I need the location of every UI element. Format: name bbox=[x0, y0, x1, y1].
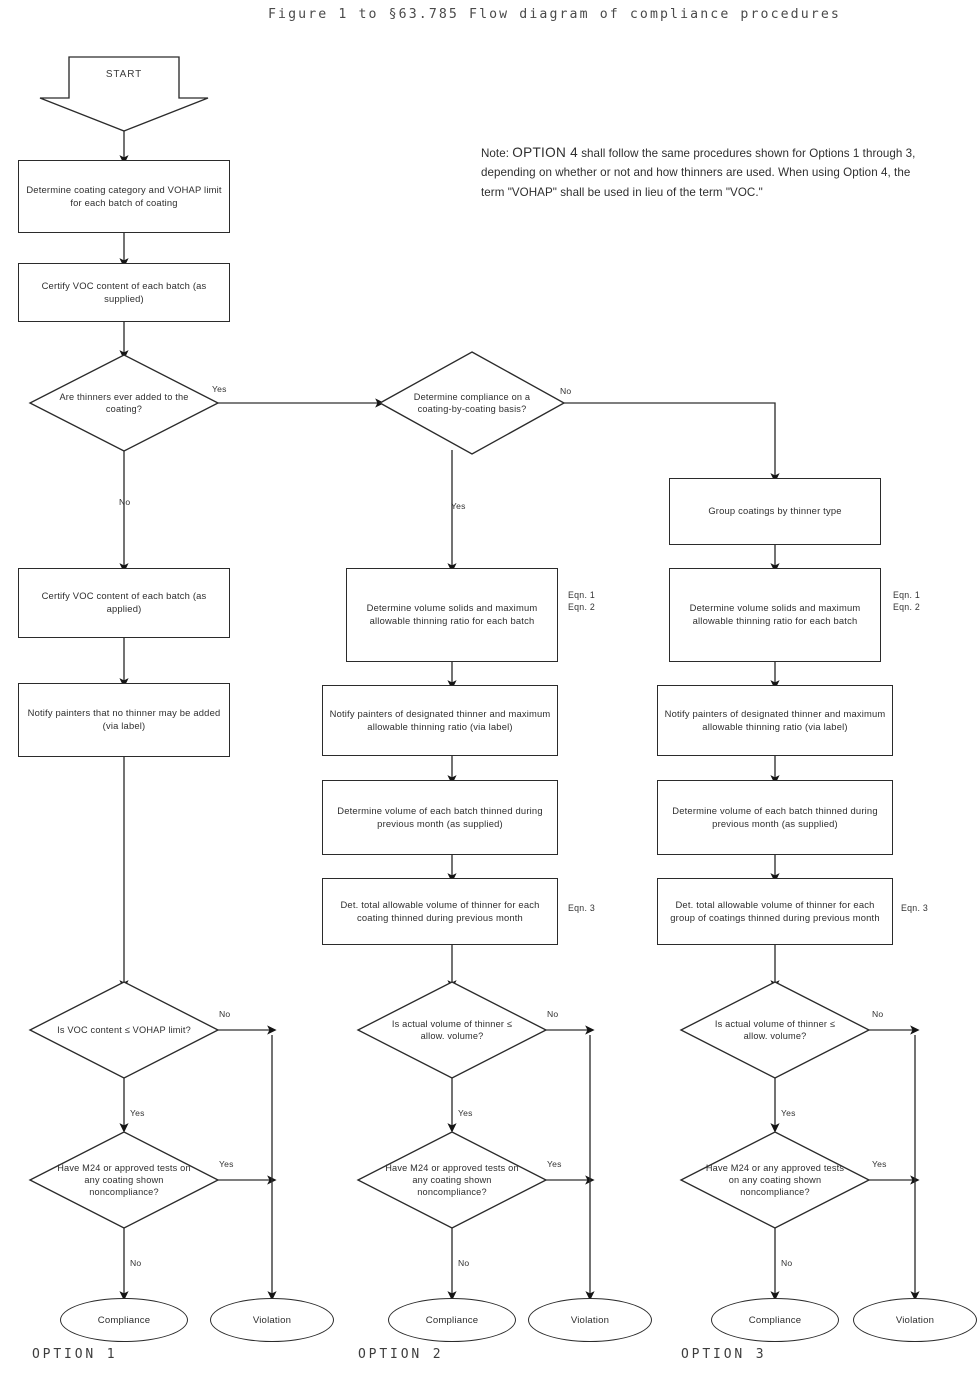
edge-label-thinners-no: No bbox=[119, 497, 131, 507]
process-notify-no-thinner: Notify painters that no thinner may be a… bbox=[18, 683, 230, 757]
terminal-violation-opt3: Violation bbox=[853, 1298, 977, 1342]
start-label: START bbox=[105, 69, 143, 80]
terminal-violation-opt2: Violation bbox=[528, 1298, 652, 1342]
terminal-violation-opt1: Violation bbox=[210, 1298, 334, 1342]
edge-label-m24-opt2-yes: Yes bbox=[547, 1159, 562, 1169]
process-text: Det. total allowable volume of thinner f… bbox=[340, 898, 540, 923]
process-group-coatings-opt3: Group coatings by thinner type bbox=[669, 478, 881, 545]
eqn-label-opt2-1: Eqn. 1 Eqn. 2 bbox=[568, 590, 596, 612]
terminal-compliance-opt3: Compliance bbox=[711, 1298, 839, 1342]
terminal-text: Compliance bbox=[425, 1314, 479, 1326]
process-vol-each-batch-opt2: Determine volume of each batch thinned d… bbox=[322, 780, 558, 855]
option-label-3: OPTION 3 bbox=[681, 1347, 767, 1362]
terminal-text: Violation bbox=[895, 1314, 935, 1326]
edge-label-m24-opt2-no: No bbox=[458, 1258, 470, 1268]
note-lead: Note: bbox=[481, 147, 510, 160]
process-text: Group coatings by thinner type bbox=[708, 505, 842, 517]
eqn-label-opt3-1: Eqn. 1 Eqn. 2 bbox=[893, 590, 921, 612]
process-certify-voc-as-supplied: Certify VOC content of each batch (as su… bbox=[18, 263, 230, 322]
edge-label-voc-limit-yes: Yes bbox=[130, 1108, 145, 1118]
edge-label-actual-vol-opt3-yes: Yes bbox=[781, 1108, 796, 1118]
note-emphasis: OPTION 4 bbox=[512, 145, 578, 160]
figure-title: Figure 1 to §63.785 Flow diagram of comp… bbox=[268, 7, 841, 22]
note-block: Note: OPTION 4 shall follow the same pro… bbox=[481, 143, 937, 202]
edge-label-cbc-yes: Yes bbox=[451, 501, 466, 511]
process-text: Determine volume of each batch thinned d… bbox=[672, 804, 878, 829]
decision-text: Is VOC content ≤ VOHAP limit? bbox=[57, 1025, 191, 1035]
decision-text: Is actual volume of thinner ≤ allow. vol… bbox=[391, 1019, 513, 1041]
process-vol-each-batch-opt3: Determine volume of each batch thinned d… bbox=[657, 780, 893, 855]
edge-label-voc-limit-no: No bbox=[219, 1009, 231, 1019]
process-certify-voc-as-applied: Certify VOC content of each batch (as ap… bbox=[18, 568, 230, 638]
decision-text: Have M24 or approved tests on any coatin… bbox=[385, 1163, 519, 1197]
process-determine-coating-category: Determine coating category and VOHAP lim… bbox=[18, 160, 230, 233]
edge-label-actual-vol-opt2-yes: Yes bbox=[458, 1108, 473, 1118]
decision-coating-by-coating: Determine compliance on a coating-by-coa… bbox=[380, 352, 564, 454]
decision-voc-limit: Is VOC content ≤ VOHAP limit? bbox=[30, 982, 218, 1078]
decision-m24-opt3: Have M24 or any approved tests on any co… bbox=[681, 1132, 869, 1228]
terminal-text: Violation bbox=[252, 1314, 292, 1326]
terminal-compliance-opt1: Compliance bbox=[60, 1298, 188, 1342]
process-text: Notify painters of designated thinner an… bbox=[664, 707, 886, 732]
edge-label-m24-opt3-yes: Yes bbox=[872, 1159, 887, 1169]
process-vol-solids-opt2: Determine volume solids and maximum allo… bbox=[346, 568, 558, 662]
process-vol-solids-opt3: Determine volume solids and maximum allo… bbox=[669, 568, 881, 662]
terminal-compliance-opt2: Compliance bbox=[388, 1298, 516, 1342]
edge-label-m24-opt1-no: No bbox=[130, 1258, 142, 1268]
process-notify-painters-opt2: Notify painters of designated thinner an… bbox=[322, 685, 558, 756]
process-text: Determine volume solids and maximum allo… bbox=[366, 602, 538, 626]
process-notify-painters-opt3: Notify painters of designated thinner an… bbox=[657, 685, 893, 756]
decision-actual-vol-opt2: Is actual volume of thinner ≤ allow. vol… bbox=[358, 982, 546, 1078]
decision-actual-vol-opt3: Is actual volume of thinner ≤ allow. vol… bbox=[681, 982, 869, 1078]
decision-text: Are thinners ever added to the coating? bbox=[59, 392, 189, 414]
process-text: Notify painters of designated thinner an… bbox=[329, 707, 551, 732]
eqn-label-opt3-3: Eqn. 3 bbox=[901, 903, 929, 913]
start-node: START bbox=[40, 57, 208, 133]
decision-thinners-added: Are thinners ever added to the coating? bbox=[30, 355, 218, 451]
process-text: Determine volume solids and maximum allo… bbox=[689, 602, 861, 626]
edge-label-actual-vol-opt3-no: No bbox=[872, 1009, 884, 1019]
terminal-text: Compliance bbox=[748, 1314, 802, 1326]
edge-label-cbc-no: No bbox=[560, 386, 572, 396]
edge-label-actual-vol-opt2-no: No bbox=[547, 1009, 559, 1019]
decision-m24-opt1: Have M24 or approved tests on any coatin… bbox=[30, 1132, 218, 1228]
process-text: Certify VOC content of each batch (as ap… bbox=[41, 590, 207, 614]
note-body: shall follow the same procedures shown f… bbox=[481, 147, 916, 199]
decision-m24-opt2: Have M24 or approved tests on any coatin… bbox=[358, 1132, 546, 1228]
option-label-1: OPTION 1 bbox=[32, 1347, 118, 1362]
edge-label-m24-opt1-yes: Yes bbox=[219, 1159, 234, 1169]
terminal-text: Violation bbox=[570, 1314, 610, 1326]
edge-label-m24-opt3-no: No bbox=[781, 1258, 793, 1268]
process-text: Determine volume of each batch thinned d… bbox=[337, 804, 543, 829]
process-text: Determine coating category and VOHAP lim… bbox=[26, 183, 222, 208]
process-text: Det. total allowable volume of thinner f… bbox=[670, 898, 880, 923]
process-total-allowable-opt2: Det. total allowable volume of thinner f… bbox=[322, 878, 558, 945]
process-text: Certify VOC content of each batch (as su… bbox=[41, 279, 207, 304]
decision-text: Have M24 or any approved tests on any co… bbox=[705, 1163, 845, 1197]
edge-label-thinners-yes: Yes bbox=[212, 384, 227, 394]
process-total-allowable-opt3: Det. total allowable volume of thinner f… bbox=[657, 878, 893, 945]
eqn-label-opt2-3: Eqn. 3 bbox=[568, 903, 596, 913]
terminal-text: Compliance bbox=[97, 1314, 151, 1326]
process-text: Notify painters that no thinner may be a… bbox=[27, 707, 221, 731]
option-label-2: OPTION 2 bbox=[358, 1347, 444, 1362]
decision-text: Have M24 or approved tests on any coatin… bbox=[57, 1163, 191, 1197]
decision-text: Is actual volume of thinner ≤ allow. vol… bbox=[714, 1019, 836, 1041]
decision-text: Determine compliance on a coating-by-coa… bbox=[413, 392, 531, 414]
